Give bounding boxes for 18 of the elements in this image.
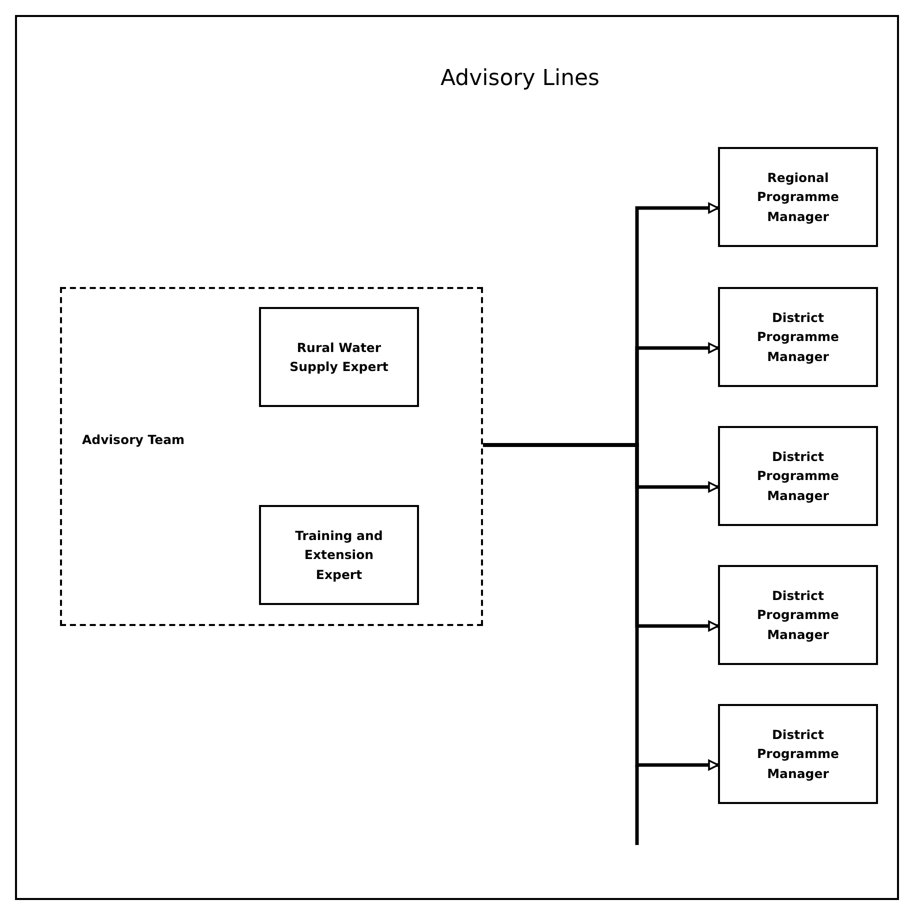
role-label: Regional Programme Manager [756,168,840,226]
role-box [718,426,878,526]
group-label: Advisory Team [81,431,186,449]
role-label: Training and Extension Expert [294,526,384,584]
role-box [718,287,878,387]
role-label: District Programme Manager [756,308,840,366]
group-box [60,287,483,626]
role-box [259,505,419,605]
role-label: Rural Water Supply Expert [288,338,390,376]
role-label: District Programme Manager [756,726,840,783]
role-box [259,307,419,407]
arrow [483,443,719,770]
role-label: District Programme Manager [756,586,840,644]
role-label: District Programme Manager [756,448,840,505]
role-box [718,565,878,665]
role-box [718,704,878,804]
role-box [718,147,878,247]
diagram-title: Advisory Lines [439,66,601,91]
